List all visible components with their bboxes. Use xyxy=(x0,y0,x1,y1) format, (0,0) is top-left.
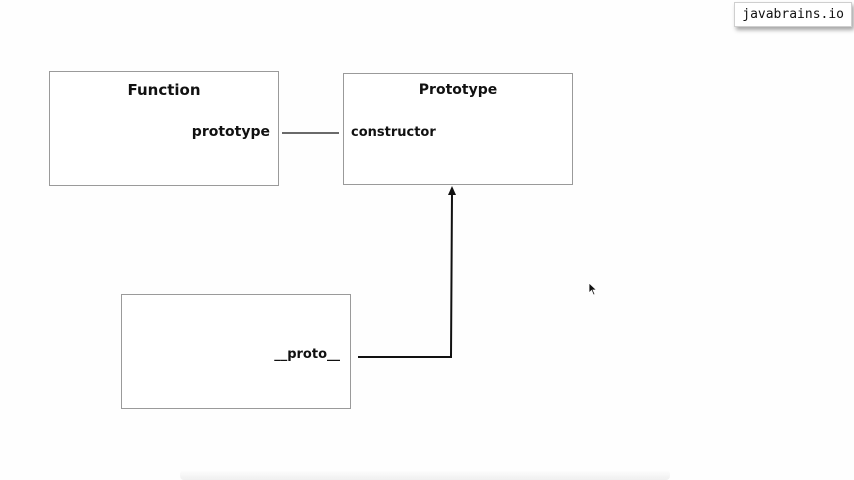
instance-proto-property: __proto__ xyxy=(274,347,340,362)
function-prototype-property: prototype xyxy=(191,124,270,140)
prototype-constructor-property: constructor xyxy=(351,125,436,140)
prototype-box-title: Prototype xyxy=(418,82,498,98)
instance-box: __proto__ xyxy=(121,294,351,409)
bottom-shadow xyxy=(180,470,670,480)
watermark-badge: javabrains.io xyxy=(734,2,852,27)
mouse-pointer-icon xyxy=(588,282,598,296)
prototype-box: Prototype constructor xyxy=(343,73,573,185)
proto-arrow-link xyxy=(358,192,453,358)
function-box: Function prototype xyxy=(49,71,279,186)
function-box-title: Function xyxy=(127,81,201,99)
proto-arrow-head xyxy=(448,186,456,195)
